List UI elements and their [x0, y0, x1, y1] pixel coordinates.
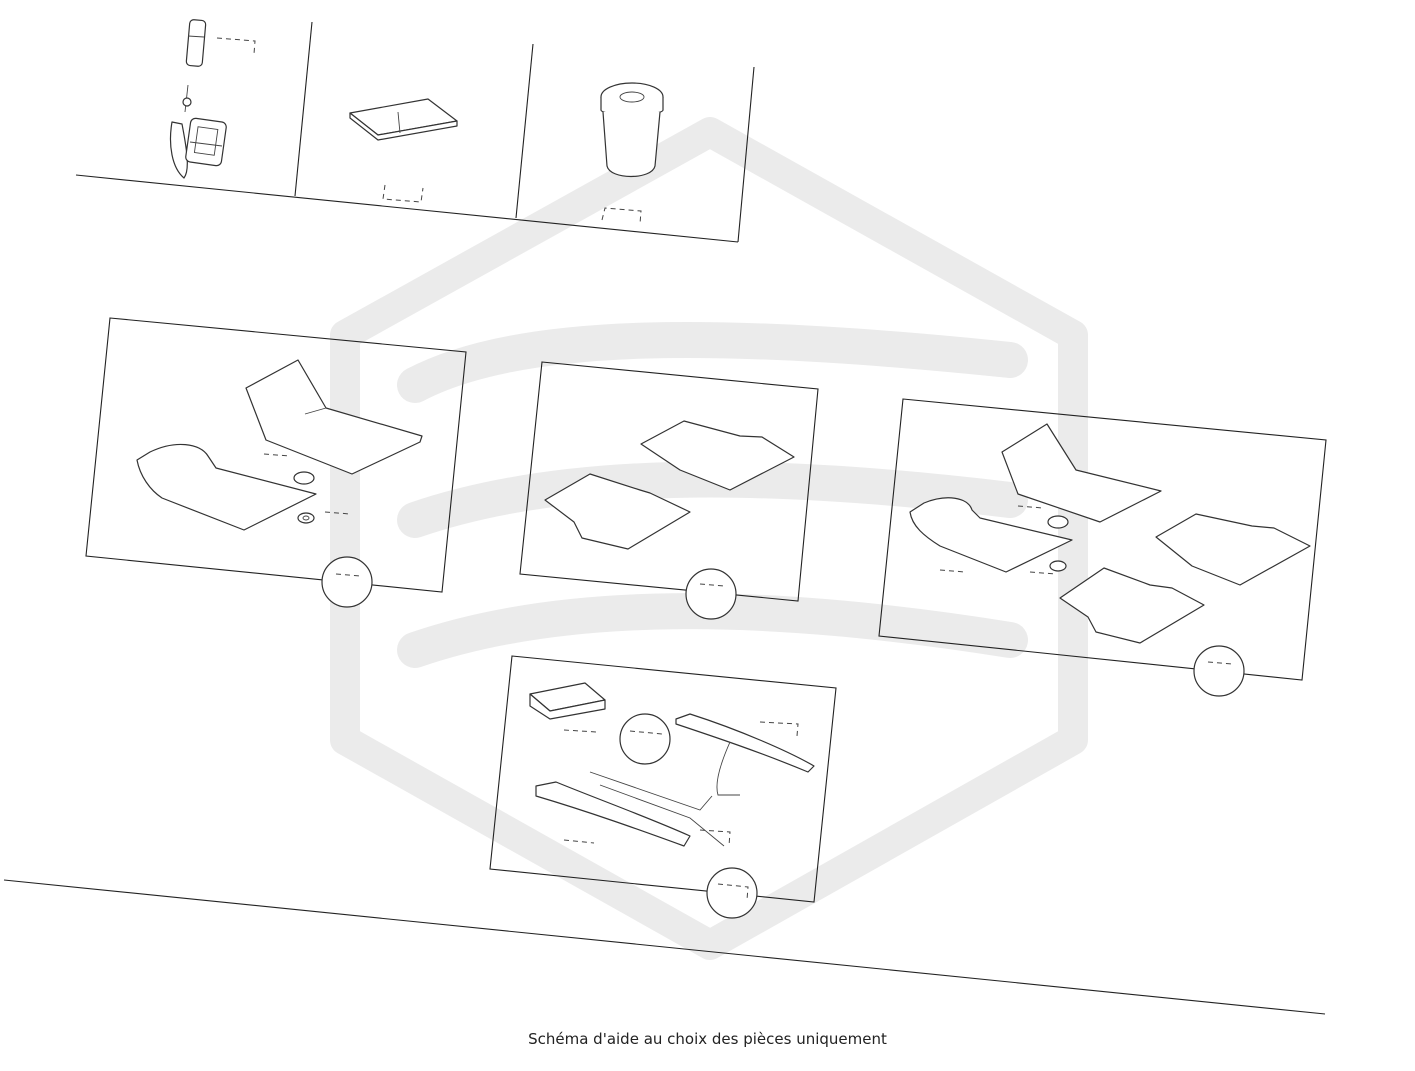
part-reference-bubble[interactable] [1193, 645, 1245, 697]
bottom-divider [3, 879, 1326, 1015]
panel-rear-floor-mats [519, 361, 819, 602]
diagram-caption: Schéma d'aide au choix des pièces unique… [528, 1030, 887, 1048]
panel-full-floor-mat-set [878, 398, 1327, 681]
part-floor-mat-pack[interactable] [349, 98, 458, 203]
part-reference-bubble[interactable] [685, 568, 737, 620]
part-reading-light-module[interactable] [169, 19, 256, 179]
part-reference-bubble[interactable] [321, 556, 373, 608]
part-reference-bubble[interactable] [706, 867, 758, 919]
panel-front-floor-mats [85, 317, 467, 593]
top-parts-strip [75, 21, 755, 243]
part-cup-holder[interactable] [600, 82, 664, 225]
part-reference-bubble[interactable] [619, 713, 671, 765]
parts-diagram [3, 19, 1327, 1015]
panel-illuminated-door-sills [489, 655, 837, 903]
